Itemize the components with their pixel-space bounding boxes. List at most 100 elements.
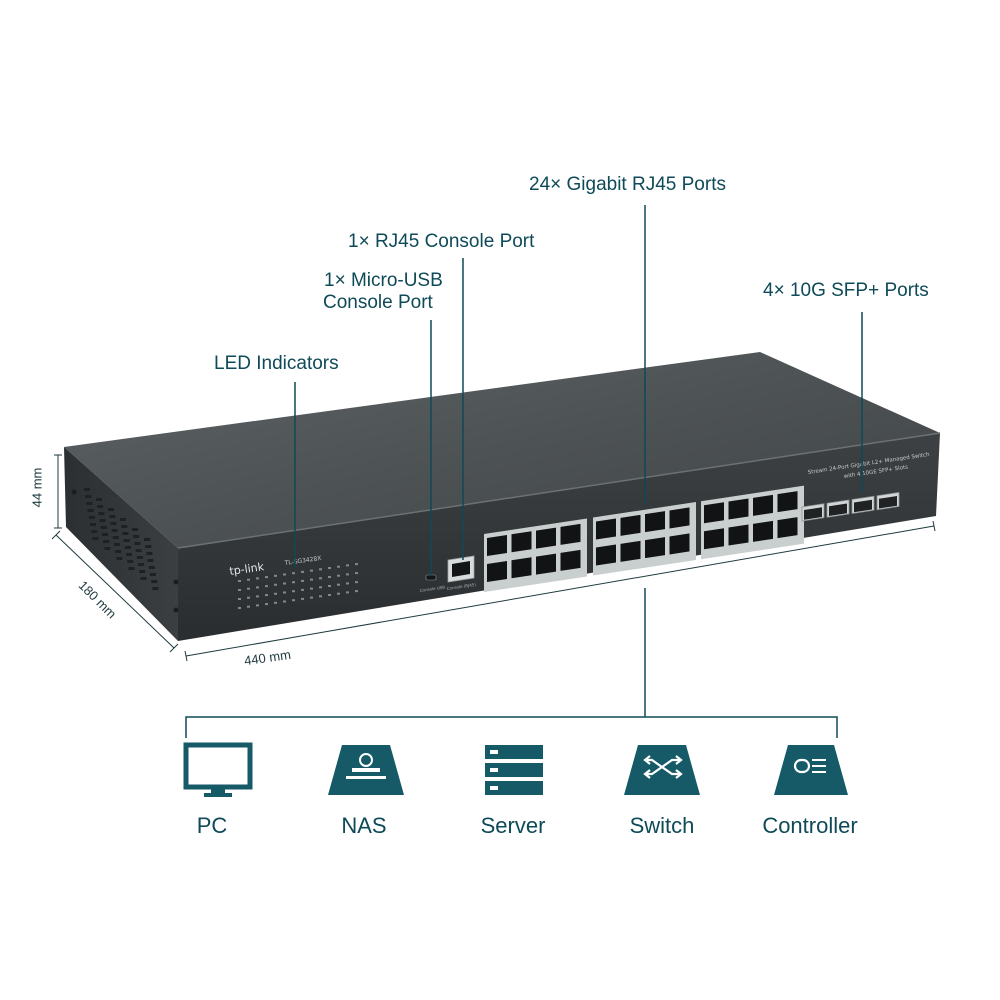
led-dot [310,587,313,590]
callout-led-indicators: LED Indicators [214,353,339,374]
vent-slot [100,526,107,529]
led-dot [319,577,322,580]
rj45-port [704,502,724,524]
dim-width-line [185,525,935,657]
vent-slot [114,543,120,546]
rack-hole [173,607,179,613]
led-dot [355,572,358,575]
rj45-port [645,537,665,559]
vent-slot [86,502,93,505]
rj45-port [536,527,556,549]
led-dot [283,600,286,603]
dim-width-tick [932,520,936,532]
dim-width-tick [184,650,188,662]
led-dot [310,578,313,581]
led-dot [292,572,295,575]
vent-slot [134,542,141,545]
rj45-port [777,491,798,513]
vent-slot [127,560,134,563]
callout-rj45-ports: 24× Gigabit RJ45 Ports [529,174,726,195]
rj45-port [669,533,690,555]
rj45-port [777,517,798,539]
vent-slot [85,495,92,498]
vent-slot [147,559,154,562]
led-dot [256,586,259,589]
led-dot [238,580,241,582]
dim-depth-tick [51,530,61,540]
vent-slot [144,538,150,541]
rj45-port [511,557,532,579]
led-dot [310,569,313,572]
vent-slot [136,556,143,559]
chassis-top [64,352,940,548]
vent-slot [121,525,128,528]
sfp-port-cavity [829,503,847,516]
led-dot [346,573,349,576]
sfp-port-cavity [879,496,897,509]
vent-slot [123,539,130,542]
vent-slot [152,587,159,590]
rj45-port [669,507,690,529]
network-switch-icon [624,745,700,795]
led-dot [238,598,241,600]
led-dot [292,590,295,593]
vent-slot [90,523,96,526]
vent-slot [126,553,132,556]
vent-slot [109,515,116,518]
rj45-port [620,514,641,536]
callout-micro-usb-line2: Console Port [323,292,433,313]
led-dot [265,576,268,579]
vent-slot [112,536,119,539]
rj45-port [511,531,532,553]
vent-slot [92,537,99,540]
led-dot [283,591,286,594]
led-panel [238,563,358,609]
rj45-port [560,523,581,545]
sfp-port-cavity [854,499,872,513]
rj45-port [596,544,616,566]
led-dot [346,591,349,594]
brand-logo: tp-link [229,560,266,578]
led-dot [319,568,322,571]
led-dot [301,570,304,573]
led-dot [292,599,295,602]
vent-slot [103,540,110,543]
vent-slot [151,580,158,583]
rj45-port [596,518,616,540]
led-dot [346,564,349,567]
dim-height-label: 44 mm [29,467,45,508]
controller-icon [774,745,848,795]
led-dot [328,567,331,569]
vent-slot [128,567,135,570]
vent-slot [99,519,106,522]
vent-slot [150,573,156,576]
vent-slot [88,516,95,519]
vent-slot [87,509,94,512]
rj45-port [487,560,507,582]
usb-port-label: Console USB [419,584,445,593]
led-dot [247,587,250,590]
led-dot [265,594,268,597]
vent-slot [115,550,122,553]
console-port-label: Console (RJ45) [446,582,476,591]
vent-slot [98,512,105,515]
rj45-port [753,494,773,516]
led-dot [328,576,331,578]
led-dot [247,578,250,581]
callout-sfp-ports: 4× 10G SFP+ Ports [763,280,929,301]
callout-rj45-console: 1× RJ45 Console Port [348,231,535,252]
device-label-controller: Controller [762,813,858,838]
device-label-switch: Switch [629,813,695,838]
led-dot [301,588,304,591]
led-dot [346,582,349,585]
vent-slot [132,528,138,531]
led-dot [355,563,358,566]
rj45-port [728,524,749,546]
led-dot [337,574,340,577]
vent-slot [140,577,147,580]
vent-slot [102,533,108,536]
rj45-port [704,528,724,550]
vent-slot [146,552,153,555]
led-dot [238,607,241,609]
